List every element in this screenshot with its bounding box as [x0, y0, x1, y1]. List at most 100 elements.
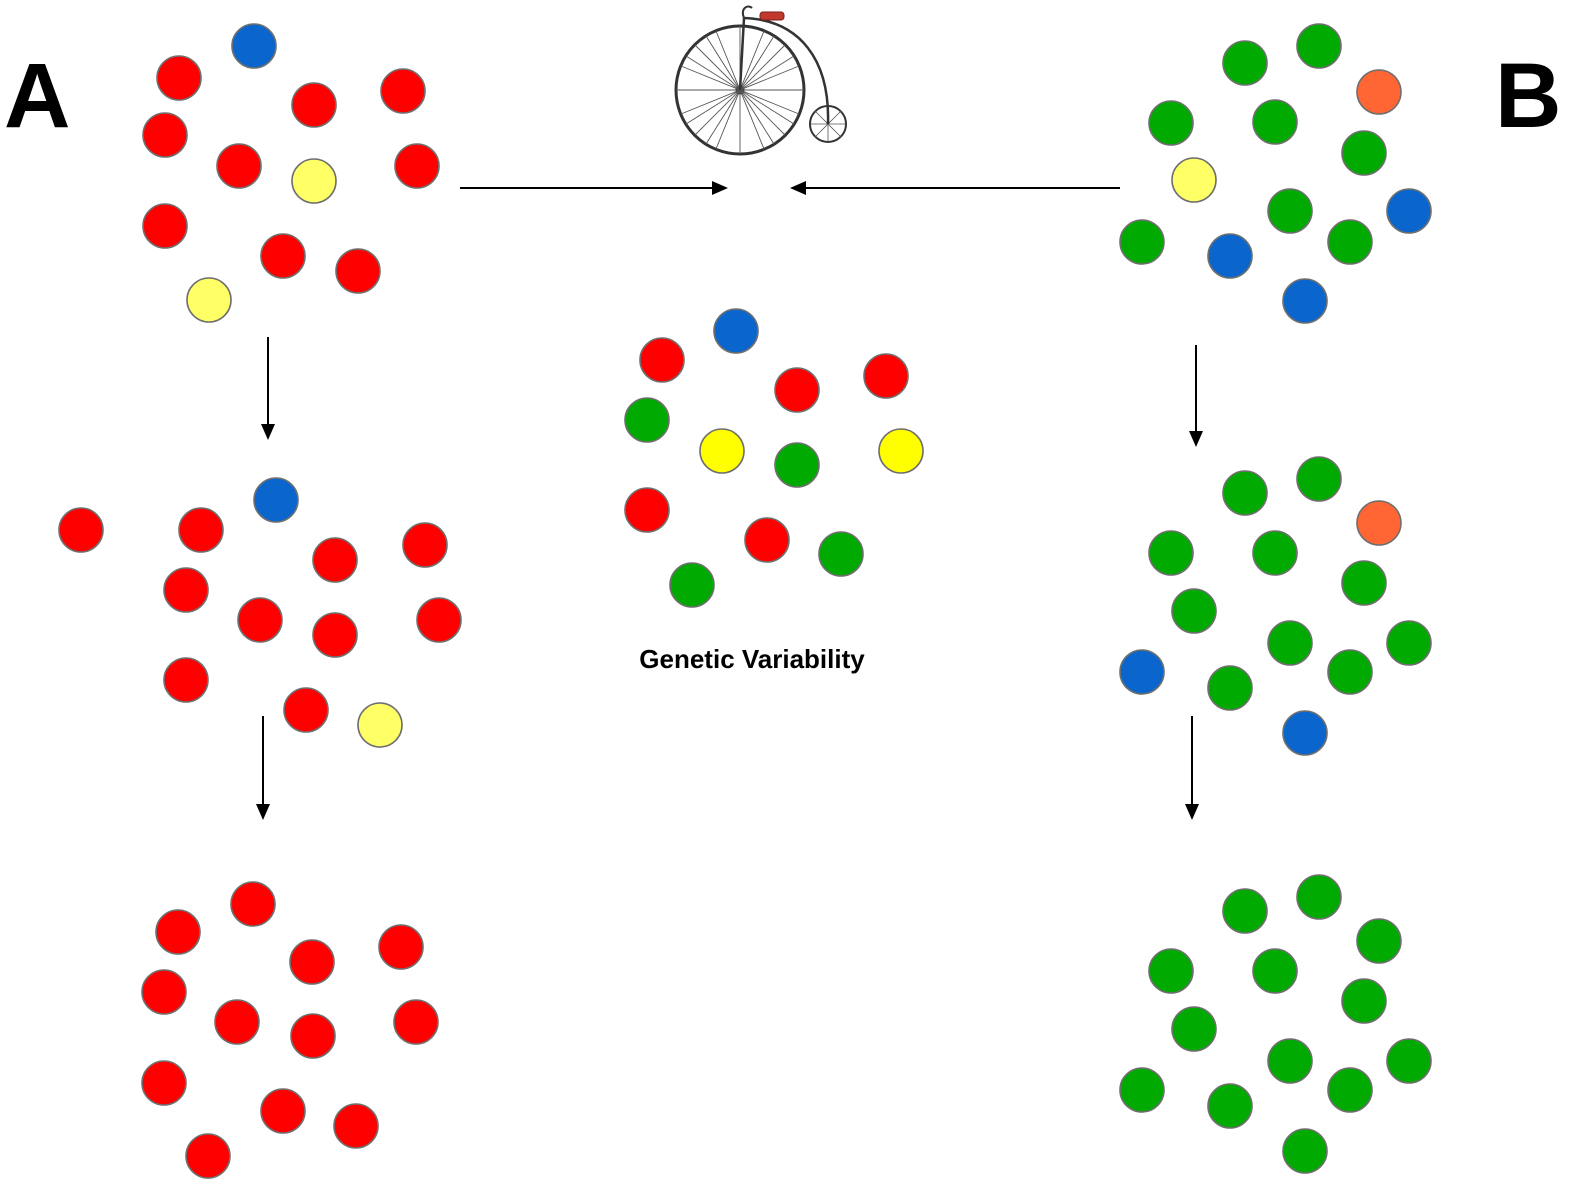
individual-dot-red — [215, 1000, 259, 1044]
individual-dot-red — [59, 508, 103, 552]
individual-dot-red — [864, 354, 908, 398]
individual-dot-red — [261, 1089, 305, 1133]
individual-dot-red — [403, 523, 447, 567]
individual-dot-red — [164, 658, 208, 702]
individual-dot-red — [238, 598, 282, 642]
individual-dot-red — [745, 518, 789, 562]
individual-dot-red — [142, 1061, 186, 1105]
individual-dot-green — [819, 532, 863, 576]
individual-dot-green — [1208, 1084, 1252, 1128]
individual-dot-blue — [1120, 650, 1164, 694]
individual-dot-green — [1342, 979, 1386, 1023]
individual-dot-red — [157, 56, 201, 100]
population-b-gen2 — [1120, 457, 1431, 755]
arrow-a-gen1-down — [261, 337, 275, 440]
individual-dot-green — [1120, 220, 1164, 264]
individual-dot-green — [1149, 531, 1193, 575]
individual-dot-yellow-pale — [292, 159, 336, 203]
individual-dot-green — [1283, 1129, 1327, 1173]
individual-dot-red — [179, 508, 223, 552]
individual-dot-green — [1297, 24, 1341, 68]
penny-farthing-bicycle-icon — [676, 6, 846, 154]
individual-dot-yellow — [879, 429, 923, 473]
individual-dot-green — [625, 398, 669, 442]
individual-dot-orange — [1357, 501, 1401, 545]
individual-dot-yellow-pale — [1172, 158, 1216, 202]
individual-dot-orange — [1357, 70, 1401, 114]
individual-dot-red — [625, 488, 669, 532]
individual-dot-green — [1223, 471, 1267, 515]
individual-dot-green — [1387, 1039, 1431, 1083]
individual-dot-red — [143, 204, 187, 248]
individual-dot-green — [1268, 1039, 1312, 1083]
individual-dot-red — [164, 568, 208, 612]
population-a-gen3 — [142, 882, 438, 1178]
arrow-head — [712, 181, 728, 195]
individual-dot-yellow-pale — [358, 703, 402, 747]
arrow-b-gen2-down — [1185, 716, 1199, 820]
individual-dot-red — [394, 1000, 438, 1044]
individual-dot-green — [1223, 41, 1267, 85]
individual-dot-blue — [1283, 279, 1327, 323]
arrow-head — [1189, 431, 1203, 447]
individual-dot-green — [1328, 650, 1372, 694]
individual-dot-green — [1342, 561, 1386, 605]
individual-dot-green — [1149, 101, 1193, 145]
individual-dot-green — [775, 443, 819, 487]
individual-dot-red — [290, 940, 334, 984]
individual-dot-red — [336, 249, 380, 293]
individual-dot-green — [1342, 131, 1386, 175]
individual-dot-green — [1172, 589, 1216, 633]
population-a-gen1 — [143, 24, 439, 322]
population-b-gen3 — [1120, 875, 1431, 1173]
individual-dot-red — [640, 338, 684, 382]
individual-dot-green — [1120, 1068, 1164, 1112]
arrow-head — [256, 804, 270, 820]
population-a-gen2 — [59, 478, 461, 747]
individual-dot-green — [1253, 531, 1297, 575]
individual-dot-blue — [714, 309, 758, 353]
individual-dot-green — [1172, 1007, 1216, 1051]
individual-dot-blue — [232, 24, 276, 68]
individual-dot-green — [1357, 919, 1401, 963]
arrow-a-gen2-down — [256, 716, 270, 820]
individual-dot-red — [142, 970, 186, 1014]
individual-dot-red — [284, 688, 328, 732]
arrow-a-to-center — [460, 181, 728, 195]
individual-dot-red — [379, 925, 423, 969]
individual-dot-red — [291, 1014, 335, 1058]
individual-dot-green — [1387, 621, 1431, 665]
individual-dot-red — [292, 83, 336, 127]
individual-dot-red — [231, 882, 275, 926]
individual-dot-green — [1223, 889, 1267, 933]
panel-label-a: A — [4, 45, 70, 147]
individual-dot-red — [143, 113, 187, 157]
panel-label-b: B — [1495, 45, 1561, 147]
arrow-head — [790, 181, 806, 195]
individual-dot-red — [186, 1134, 230, 1178]
individual-dot-green — [1268, 189, 1312, 233]
population-center-mix — [625, 309, 923, 607]
individual-dot-blue — [1208, 234, 1252, 278]
genetic-variability-caption: Genetic Variability — [639, 644, 865, 674]
individual-dot-green — [1253, 100, 1297, 144]
individual-dot-green — [1149, 949, 1193, 993]
individual-dot-red — [156, 910, 200, 954]
arrow-b-gen1-down — [1189, 345, 1203, 447]
individual-dot-red — [395, 144, 439, 188]
individual-dot-green — [1328, 220, 1372, 264]
individual-dot-green — [1328, 1068, 1372, 1112]
individual-dot-yellow-pale — [187, 278, 231, 322]
individual-dot-green — [1297, 457, 1341, 501]
population-b-gen1 — [1120, 24, 1431, 323]
individual-dot-yellow — [700, 429, 744, 473]
individual-dot-blue — [1283, 711, 1327, 755]
arrow-head — [261, 424, 275, 440]
individual-dot-red — [217, 144, 261, 188]
individual-dot-red — [381, 69, 425, 113]
individual-dot-green — [1253, 949, 1297, 993]
individual-dot-red — [313, 538, 357, 582]
individual-dot-red — [334, 1104, 378, 1148]
individual-dot-red — [261, 234, 305, 278]
